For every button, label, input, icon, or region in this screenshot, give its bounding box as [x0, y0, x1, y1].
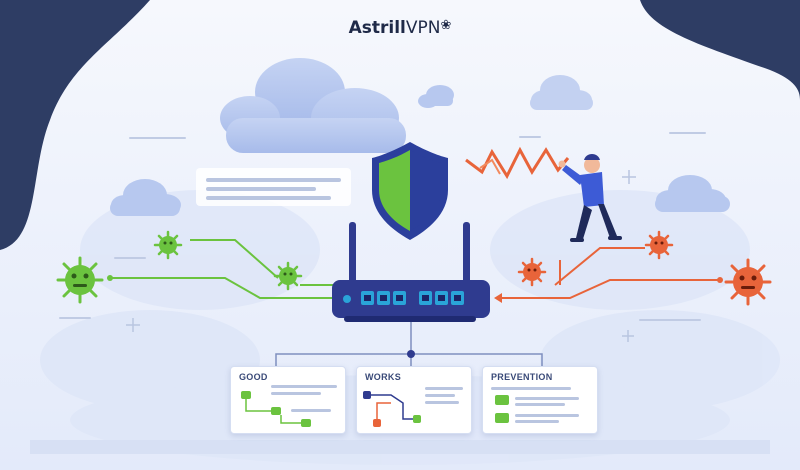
brand-mark-icon: ❀: [440, 18, 452, 33]
cloud-icon: [655, 175, 730, 212]
good-virus-icon: [56, 256, 104, 304]
bad-virus-icon: [644, 230, 674, 260]
decorative-lines: [59, 132, 706, 321]
cloud-icon: [418, 85, 454, 108]
cloud-icon: [220, 58, 406, 153]
cloud-icon: [530, 75, 593, 110]
card-title-works: WORKS: [365, 372, 401, 382]
bad-traffic-lines: [500, 247, 720, 299]
card-good-diagram: [241, 385, 337, 427]
card-title-good: GOOD: [239, 372, 268, 382]
bad-virus-icon: [724, 258, 772, 306]
plus-marks: [126, 170, 636, 342]
card-prevention: PREVENTION: [482, 366, 598, 434]
brand-logo: AstrillVPN❀: [0, 18, 800, 38]
good-virus-icon: [153, 230, 183, 260]
good-virus-icon: [273, 261, 303, 291]
shield-icon: [372, 142, 448, 240]
card-works: WORKS: [356, 366, 472, 434]
person-icon: [558, 154, 622, 242]
card-title-prevention: PREVENTION: [491, 372, 553, 382]
card-works-diagram: [363, 387, 463, 427]
router-icon: [332, 222, 490, 322]
info-panel: [196, 168, 351, 206]
card-good: GOOD: [230, 366, 346, 434]
card-prevention-diagram: [491, 387, 579, 423]
cloud-icon: [110, 179, 181, 216]
bad-virus-icon: [517, 257, 547, 287]
lightning-icon: [465, 146, 570, 180]
brand-name-thin: VPN: [405, 18, 441, 38]
brand-name-bold: Astrill: [348, 18, 406, 38]
